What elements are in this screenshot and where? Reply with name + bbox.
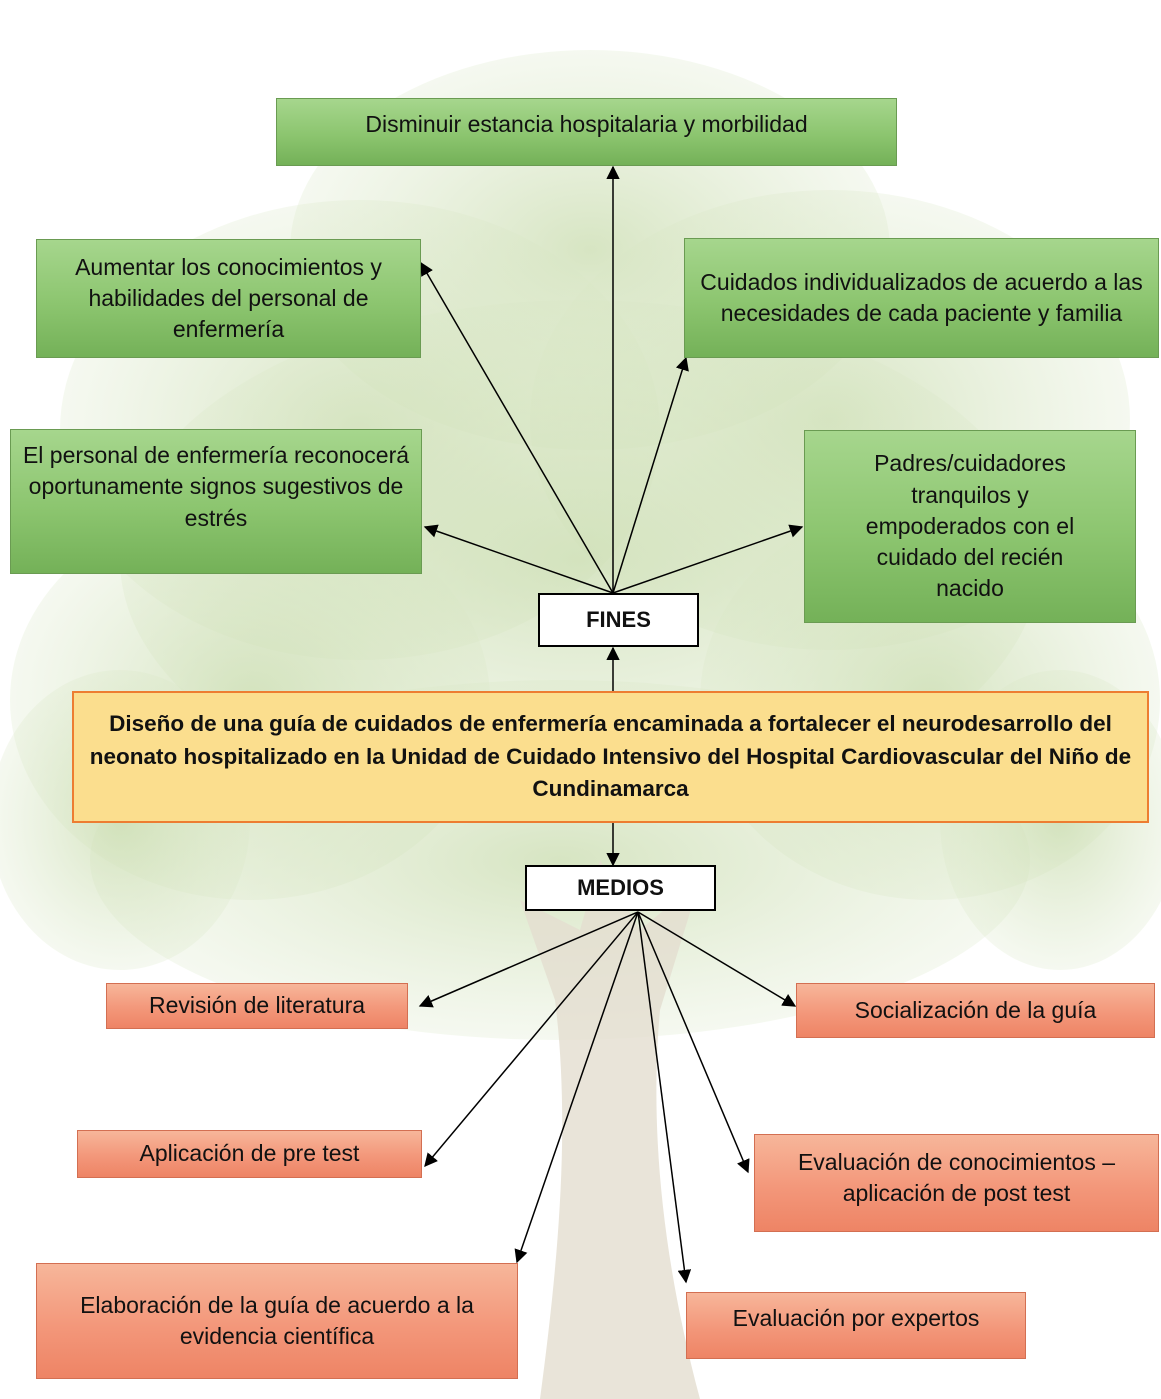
arrow-to-medio-5 xyxy=(514,911,639,1264)
central-project-title: Diseño de una guía de cuidados de enferm… xyxy=(72,691,1149,823)
medio-box-post-test: Evaluación de conocimientos – aplicación… xyxy=(754,1134,1159,1232)
arrow-to-medio-1 xyxy=(418,911,639,1008)
medio-text: Aplicación de pre test xyxy=(139,1140,360,1167)
arrow-to-medio-2 xyxy=(637,911,797,1007)
arrow-to-medio-3 xyxy=(424,911,639,1168)
medio-text: Evaluación por expertos xyxy=(732,1305,980,1331)
medio-box-pre-test: Aplicación de pre test xyxy=(77,1130,422,1178)
fin-box-cuidados-individualizados: Cuidados individualizados de acuerdo a l… xyxy=(684,238,1159,358)
fin-text: Padres/cuidadores tranquilos y empoderad… xyxy=(865,450,1075,602)
arrow-to-fin-5 xyxy=(612,524,804,594)
medio-text: Evaluación de conocimientos – aplicación… xyxy=(797,1149,1116,1207)
fin-text: El personal de enfermería reconocerá opo… xyxy=(22,442,410,531)
arrow-to-fin-4 xyxy=(423,524,614,594)
medio-text: Elaboración de la guía de acuerdo a la e… xyxy=(80,1291,474,1349)
medio-text: Revisión de literatura xyxy=(148,992,366,1019)
arrow-to-fin-3 xyxy=(612,356,689,594)
medio-box-elaboracion-guia: Elaboración de la guía de acuerdo a la e… xyxy=(36,1263,518,1379)
arrow-to-fin-2 xyxy=(420,261,614,594)
fin-text: Cuidados individualizados de acuerdo a l… xyxy=(700,268,1143,326)
fin-box-aumentar-conocimientos: Aumentar los conocimientos y habilidades… xyxy=(36,239,421,358)
medio-box-revision-literatura: Revisión de literatura xyxy=(106,983,408,1029)
fin-text: Aumentar los conocimientos y habilidades… xyxy=(75,253,382,343)
arrow-to-medio-6 xyxy=(637,911,692,1284)
medio-box-evaluacion-expertos: Evaluación por expertos xyxy=(686,1292,1026,1359)
fines-label: FINES xyxy=(538,593,699,647)
fin-box-padres-cuidadores: Padres/cuidadores tranquilos y empoderad… xyxy=(804,430,1136,623)
medio-box-socializacion: Socialización de la guía xyxy=(796,983,1155,1038)
fin-text: Disminuir estancia hospitalaria y morbil… xyxy=(365,111,808,137)
arrow-to-medio-4 xyxy=(637,911,750,1174)
fin-box-disminuir-estancia: Disminuir estancia hospitalaria y morbil… xyxy=(276,98,897,166)
medio-text: Socialización de la guía xyxy=(854,996,1097,1023)
fin-box-reconocer-estres: El personal de enfermería reconocerá opo… xyxy=(10,429,422,574)
medios-label: MEDIOS xyxy=(525,865,716,911)
